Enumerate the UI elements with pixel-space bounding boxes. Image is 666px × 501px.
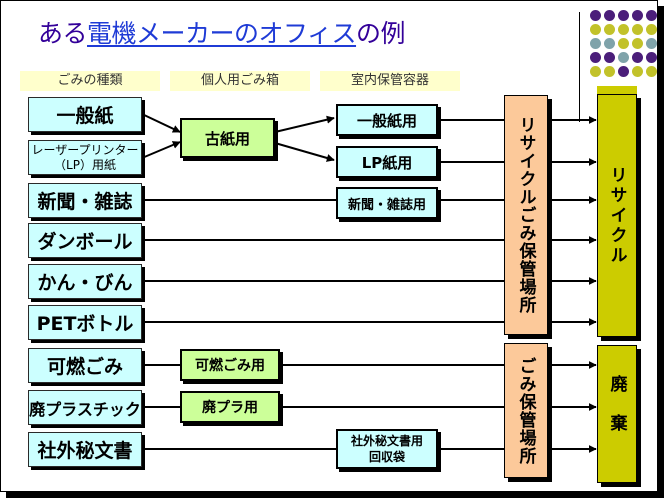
container-general-paper: 一般紙用	[336, 104, 438, 136]
decorative-dot	[618, 10, 629, 21]
decorative-dot	[632, 66, 643, 77]
arrow-paper-to-bin	[141, 113, 181, 133]
decorative-dot	[604, 24, 615, 35]
header-personal-bin: 個人用ごみ箱	[170, 71, 310, 91]
container-newspaper: 新聞・雑誌用	[336, 187, 438, 219]
title-suffix: の例	[356, 19, 406, 48]
recycle-storage: リサイクルごみ保管場所	[504, 95, 548, 335]
decorative-dot	[632, 52, 643, 63]
title-prefix: ある	[38, 19, 88, 48]
waste-storage: ごみ保管場所	[504, 343, 548, 478]
decorative-dot	[632, 24, 643, 35]
source-laser-paper: レーザープリンター （LP）用紙	[28, 140, 142, 175]
page-title: ある電機メーカーのオフィスの例	[38, 14, 406, 50]
decorative-vertical-line	[579, 12, 580, 122]
decorative-dot	[646, 10, 657, 21]
source-pet-bottles: PETボトル	[28, 305, 142, 340]
arrow-laser-to-bin	[141, 141, 181, 159]
decorative-dot	[590, 24, 601, 35]
bin-burnable: 可燃ごみ用	[180, 349, 280, 381]
slide-shadow-bottom	[6, 492, 664, 498]
source-laser-line1: レーザープリンター	[31, 142, 139, 157]
source-waste-plastic: 廃プラスチック	[28, 390, 142, 425]
decorative-dot	[618, 52, 629, 63]
decorative-dot	[590, 66, 601, 77]
decorative-dot	[604, 52, 615, 63]
decorative-dot	[618, 38, 629, 49]
decorative-dot	[646, 24, 657, 35]
source-general-paper: 一般紙	[28, 97, 142, 132]
decorative-dot	[604, 10, 615, 21]
recycle-destination: リサイクル	[597, 94, 637, 337]
source-cans-bottles: かん・びん	[28, 264, 142, 299]
decorative-dot	[646, 52, 657, 63]
arrow-bin-to-lp-container	[274, 142, 335, 162]
container-lp-paper: LP紙用	[336, 146, 438, 178]
source-cardboard: ダンボール	[28, 223, 142, 258]
container-confidential-line2: 回収袋	[368, 450, 405, 464]
container-confidential-line1: 社外秘文書用	[350, 434, 423, 448]
header-room-container: 室内保管容器	[320, 71, 460, 91]
decorative-dot	[590, 52, 601, 63]
decorative-dot	[604, 66, 615, 77]
decorative-dot	[590, 10, 601, 21]
arrow-bin-to-paper-container	[274, 115, 335, 133]
title-highlight: 電機メーカーのオフィス	[87, 19, 357, 48]
container-confidential-bag: 社外秘文書用 回収袋	[336, 429, 438, 469]
decorative-dot	[632, 10, 643, 21]
source-newspaper: 新聞・雑誌	[28, 183, 142, 218]
source-burnable: 可燃ごみ	[28, 348, 142, 383]
decorative-dot	[646, 38, 657, 49]
decorative-dot	[618, 24, 629, 35]
source-confidential: 社外秘文書	[28, 432, 142, 467]
bin-waste-plastic: 廃プラ用	[180, 391, 280, 423]
decorative-dot	[646, 66, 657, 77]
decorative-dot	[604, 38, 615, 49]
source-laser-line2: （LP）用紙	[54, 157, 116, 172]
disposal-destination: 廃棄	[597, 345, 637, 483]
decorative-dot	[590, 38, 601, 49]
bin-used-paper: 古紙用	[180, 118, 275, 158]
decorative-dot	[632, 38, 643, 49]
decorative-dot	[618, 66, 629, 77]
header-waste-type: ごみの種類	[20, 71, 160, 91]
slide-shadow-right	[658, 6, 664, 498]
